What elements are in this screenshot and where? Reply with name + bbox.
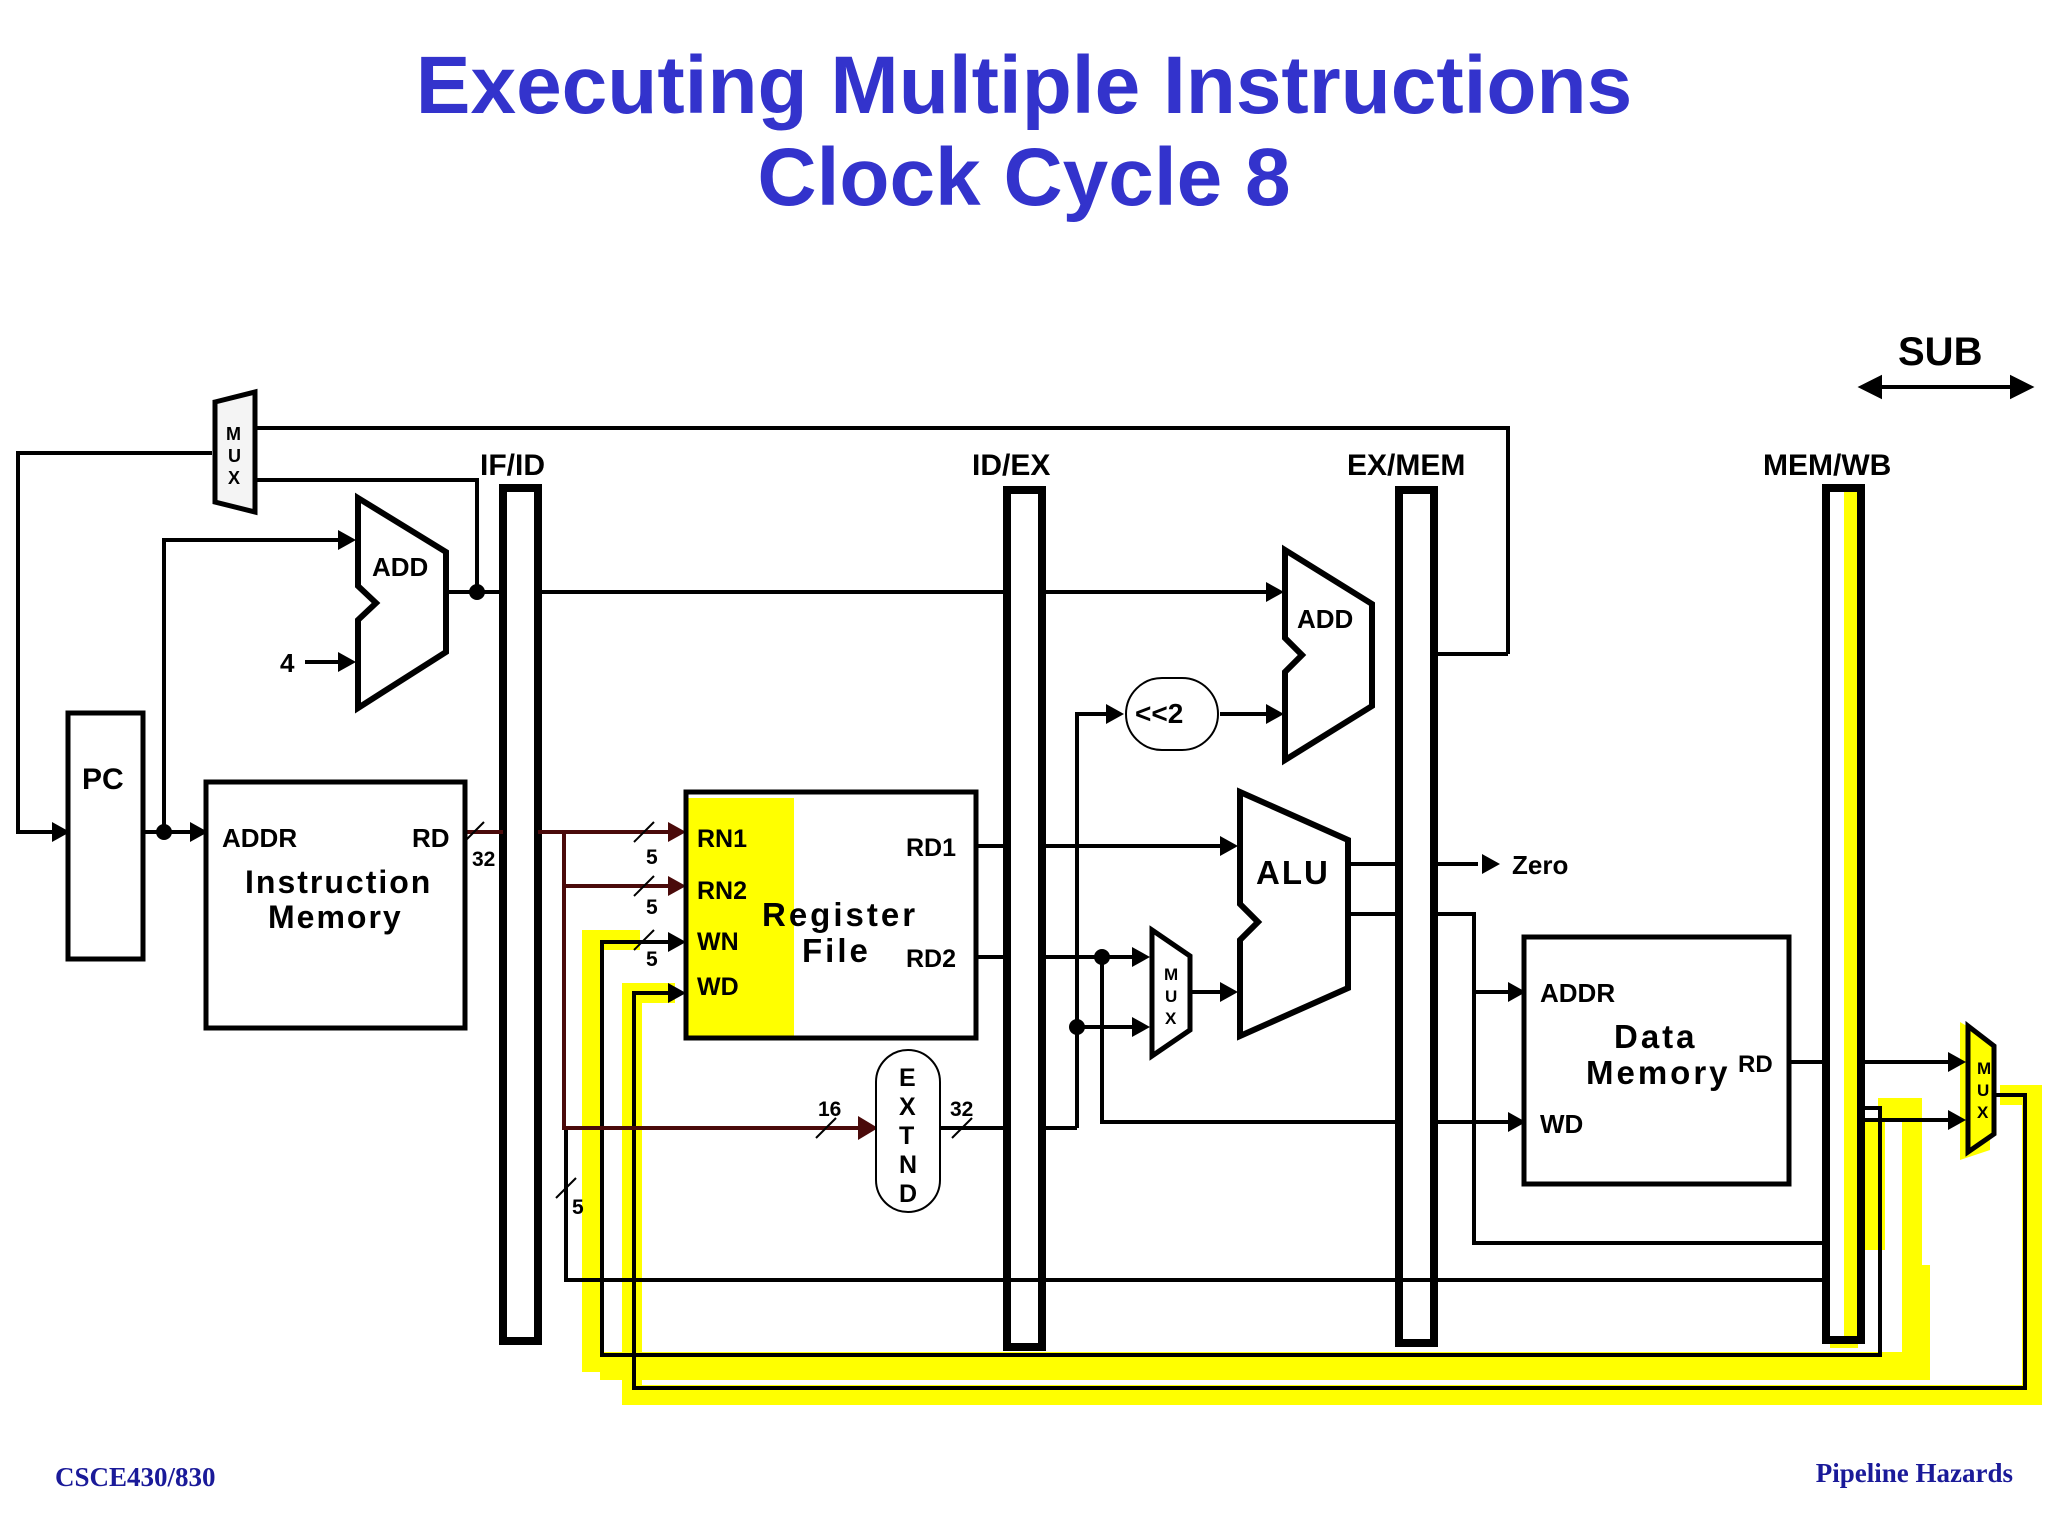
constant-four: 4: [280, 648, 295, 678]
pc-source-mux: M U X: [212, 388, 258, 516]
svg-text:ALU: ALU: [1256, 854, 1330, 891]
svg-text:U: U: [228, 446, 241, 466]
pc-adder: ADD: [355, 492, 449, 714]
imm-in-width: 16: [818, 1098, 841, 1121]
svg-text:RN1: RN1: [697, 825, 747, 853]
writeback-mux: M U X: [1965, 1020, 1997, 1157]
decode-arrowheads: [668, 822, 878, 1140]
if-id-label: IF/ID: [480, 449, 545, 482]
lecture-topic: Pipeline Hazards: [1815, 1458, 2013, 1488]
slide-title-line2: Clock Cycle 8: [757, 132, 1291, 223]
svg-text:M: M: [1164, 965, 1178, 984]
datapath-wires: [16, 426, 2027, 1390]
svg-text:M: M: [1977, 1059, 1991, 1078]
imm-out-width: 32: [950, 1098, 973, 1121]
shift-left-two: <<2: [1125, 677, 1219, 751]
instruction-memory: ADDR RD Instruction Memory: [203, 779, 468, 1031]
svg-text:Memory: Memory: [268, 899, 403, 935]
svg-text:D: D: [899, 1180, 917, 1208]
decode-wires: [462, 830, 860, 1130]
svg-text:RD1: RD1: [906, 834, 956, 862]
svg-text:ADD: ADD: [1297, 604, 1353, 634]
mem-wb-label: MEM/WB: [1763, 449, 1891, 482]
stage-arrow: [1857, 374, 2035, 400]
ex-mem-label: EX/MEM: [1347, 449, 1465, 482]
sign-extend-unit: E X T N D: [875, 1049, 941, 1213]
wn-width: 5: [646, 948, 658, 971]
alu: ALU: [1237, 787, 1351, 1041]
rn1-width: 5: [646, 846, 658, 869]
svg-text:U: U: [1165, 987, 1177, 1006]
svg-text:RN2: RN2: [697, 877, 747, 905]
regfile-write-highlight: [686, 798, 794, 1040]
svg-text:E: E: [899, 1064, 916, 1092]
zero-flag-label: Zero: [1512, 850, 1568, 880]
if-id-register: [499, 484, 542, 1345]
svg-text:<<2: <<2: [1135, 698, 1183, 729]
data-memory: ADDR WD Data Memory RD: [1521, 934, 1792, 1187]
svg-text:Register: Register: [762, 896, 918, 933]
svg-text:M: M: [226, 424, 241, 444]
svg-text:T: T: [899, 1122, 914, 1150]
svg-text:U: U: [1977, 1081, 1989, 1100]
svg-text:RD2: RD2: [906, 945, 956, 973]
svg-text:WD: WD: [1540, 1109, 1583, 1139]
branch-adder: ADD: [1282, 544, 1375, 766]
id-ex-register: [1003, 486, 1046, 1351]
svg-text:Data: Data: [1614, 1018, 1698, 1055]
svg-text:X: X: [1977, 1103, 1989, 1122]
svg-text:X: X: [899, 1093, 916, 1121]
svg-text:WN: WN: [697, 928, 739, 956]
pc-label: PC: [82, 763, 124, 796]
svg-text:X: X: [1165, 1009, 1177, 1028]
id-ex-label: ID/EX: [972, 449, 1050, 482]
slide-title-line1: Executing Multiple Instructions: [415, 40, 1633, 131]
svg-text:ADDR: ADDR: [222, 823, 297, 853]
rn2-width: 5: [646, 896, 658, 919]
svg-text:ADDR: ADDR: [1540, 978, 1615, 1008]
register-file: RN1 RN2 WN WD RD1 RD2 Register File: [683, 789, 979, 1041]
course-code: CSCE430/830: [55, 1462, 216, 1492]
memwb-inner-highlight: [1844, 492, 1857, 1336]
writeback-path-highlight: [582, 930, 2042, 1405]
arrowheads: [52, 530, 1966, 1132]
svg-text:Memory: Memory: [1586, 1054, 1731, 1091]
alu-source-mux: M U X: [1149, 925, 1193, 1061]
svg-text:Instruction: Instruction: [245, 864, 432, 900]
svg-text:ADD: ADD: [372, 552, 428, 582]
svg-text:X: X: [228, 468, 240, 488]
junction-dots: [156, 584, 1110, 1035]
ex-mem-register: [1395, 486, 1438, 1347]
svg-text:RD: RD: [412, 823, 450, 853]
program-counter: PC: [65, 710, 146, 962]
rt-width: 5: [572, 1196, 584, 1219]
svg-text:N: N: [899, 1151, 917, 1179]
svg-text:RD: RD: [1738, 1051, 1773, 1078]
svg-text:File: File: [802, 932, 871, 969]
stage-instruction-label: SUB: [1898, 330, 1982, 374]
svg-text:WD: WD: [697, 973, 739, 1001]
instruction-width: 32: [472, 848, 495, 871]
